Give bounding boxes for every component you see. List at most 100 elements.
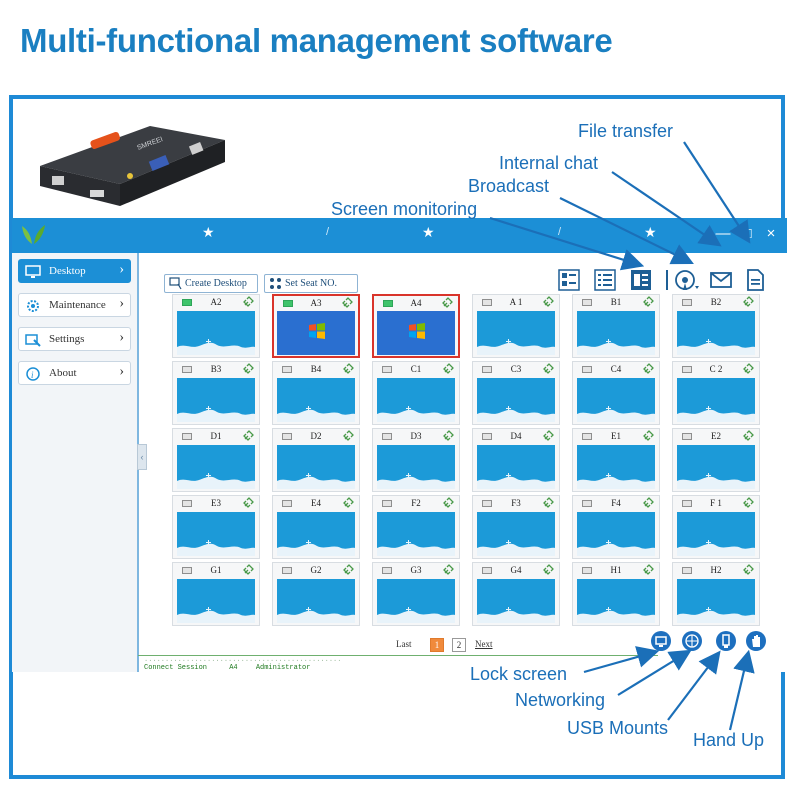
link-icon[interactable] bbox=[643, 564, 654, 575]
seat-name: F4 bbox=[611, 498, 621, 508]
seat-name: C 2 bbox=[709, 364, 723, 374]
link-icon[interactable] bbox=[243, 564, 254, 575]
screen-monitoring-icon[interactable] bbox=[674, 269, 700, 291]
link-icon[interactable] bbox=[743, 497, 754, 508]
seat-tile[interactable]: C3 bbox=[472, 361, 560, 425]
page-1-button[interactable]: 1 bbox=[430, 638, 444, 652]
link-icon[interactable] bbox=[443, 564, 454, 575]
seat-tile[interactable]: A4 bbox=[372, 294, 460, 358]
usb-mount-icon[interactable] bbox=[716, 631, 736, 651]
sidebar-item-settings[interactable]: Settings › bbox=[18, 327, 131, 351]
seat-tile[interactable]: D1 bbox=[172, 428, 260, 492]
link-icon[interactable] bbox=[243, 296, 254, 307]
hand-up-icon[interactable] bbox=[746, 631, 766, 651]
seat-tile[interactable]: G1 bbox=[172, 562, 260, 626]
seat-tile[interactable]: E3 bbox=[172, 495, 260, 559]
seat-tile[interactable]: H1 bbox=[572, 562, 660, 626]
link-icon[interactable] bbox=[243, 497, 254, 508]
seat-tile[interactable]: F 1 bbox=[672, 495, 760, 559]
seat-tile[interactable]: F4 bbox=[572, 495, 660, 559]
link-icon[interactable] bbox=[643, 363, 654, 374]
internal-chat-mail-icon[interactable] bbox=[710, 269, 732, 291]
sidebar-item-maintenance[interactable]: Maintenance › bbox=[18, 293, 131, 317]
monitor-status-icon bbox=[682, 366, 692, 373]
link-icon[interactable] bbox=[643, 430, 654, 441]
seat-tile[interactable]: A 1 bbox=[472, 294, 560, 358]
sidebar-item-about[interactable]: i About › bbox=[18, 361, 131, 385]
link-icon[interactable] bbox=[343, 430, 354, 441]
seat-tile[interactable]: A3 bbox=[272, 294, 360, 358]
list-view-icon[interactable] bbox=[594, 269, 616, 291]
lock-screen-icon[interactable] bbox=[651, 631, 671, 651]
link-icon[interactable] bbox=[243, 363, 254, 374]
seat-tile[interactable]: D4 bbox=[472, 428, 560, 492]
desktop-wallpaper-hill bbox=[177, 607, 255, 623]
seat-tile[interactable]: C1 bbox=[372, 361, 460, 425]
seat-tile[interactable]: B2 bbox=[672, 294, 760, 358]
titlebar-decoration: / bbox=[326, 226, 330, 238]
seat-tile[interactable]: F2 bbox=[372, 495, 460, 559]
seat-tile[interactable]: D2 bbox=[272, 428, 360, 492]
link-icon[interactable] bbox=[543, 296, 554, 307]
page-2-button[interactable]: 2 bbox=[452, 638, 466, 652]
pager-next-link[interactable]: Next bbox=[475, 639, 493, 649]
link-icon[interactable] bbox=[643, 296, 654, 307]
link-icon[interactable] bbox=[743, 296, 754, 307]
sidebar-item-desktop[interactable]: Desktop › bbox=[18, 259, 131, 283]
create-desktop-button[interactable]: Create Desktop bbox=[164, 274, 258, 293]
gear-icon bbox=[27, 300, 39, 312]
desktop-thumbnail bbox=[177, 378, 255, 422]
close-button[interactable]: × bbox=[766, 225, 776, 242]
seat-name: G4 bbox=[510, 565, 522, 575]
desktop-wallpaper-hill bbox=[477, 540, 555, 556]
link-icon[interactable] bbox=[343, 363, 354, 374]
seat-tile[interactable]: C 2 bbox=[672, 361, 760, 425]
detail-view-icon[interactable] bbox=[630, 269, 652, 291]
link-icon[interactable] bbox=[442, 297, 453, 308]
seat-tile[interactable]: B3 bbox=[172, 361, 260, 425]
link-icon[interactable] bbox=[643, 497, 654, 508]
desktop-wallpaper-hill bbox=[677, 540, 755, 556]
link-icon[interactable] bbox=[543, 363, 554, 374]
link-icon[interactable] bbox=[443, 363, 454, 374]
link-icon[interactable] bbox=[243, 430, 254, 441]
log-row-partial: ........................................… bbox=[144, 656, 342, 664]
desktop-thumbnail bbox=[477, 445, 555, 489]
seat-tile[interactable]: F3 bbox=[472, 495, 560, 559]
link-icon[interactable] bbox=[543, 430, 554, 441]
desktop-thumbnail bbox=[477, 512, 555, 556]
link-icon[interactable] bbox=[543, 564, 554, 575]
link-icon[interactable] bbox=[743, 363, 754, 374]
large-view-icon[interactable] bbox=[558, 269, 580, 291]
link-icon[interactable] bbox=[343, 497, 354, 508]
seat-tile[interactable]: G4 bbox=[472, 562, 560, 626]
seat-tile[interactable]: A2 bbox=[172, 294, 260, 358]
desktop-wallpaper-hill bbox=[377, 607, 455, 623]
desktop-thumbnail bbox=[377, 579, 455, 623]
file-transfer-icon[interactable] bbox=[744, 269, 766, 291]
networking-icon[interactable] bbox=[682, 631, 702, 651]
desktop-thumbnail bbox=[477, 378, 555, 422]
set-seat-button[interactable]: Set Seat NO. bbox=[264, 274, 358, 293]
seat-tile[interactable]: G2 bbox=[272, 562, 360, 626]
pager-last-link[interactable]: Last bbox=[396, 639, 412, 649]
sidebar-collapse-handle[interactable]: ‹ bbox=[137, 444, 147, 470]
seat-tile[interactable]: B1 bbox=[572, 294, 660, 358]
link-icon[interactable] bbox=[343, 564, 354, 575]
seat-tile[interactable]: E4 bbox=[272, 495, 360, 559]
seat-name: B3 bbox=[210, 364, 222, 374]
seat-tile[interactable]: E1 bbox=[572, 428, 660, 492]
seat-tile[interactable]: B4 bbox=[272, 361, 360, 425]
link-icon[interactable] bbox=[443, 430, 454, 441]
seat-tile[interactable]: D3 bbox=[372, 428, 460, 492]
seat-tile[interactable]: E2 bbox=[672, 428, 760, 492]
seat-tile[interactable]: G3 bbox=[372, 562, 460, 626]
seat-tile[interactable]: H2 bbox=[672, 562, 760, 626]
monitor-status-icon bbox=[382, 567, 392, 574]
link-icon[interactable] bbox=[342, 297, 353, 308]
link-icon[interactable] bbox=[743, 564, 754, 575]
link-icon[interactable] bbox=[743, 430, 754, 441]
seat-tile[interactable]: C4 bbox=[572, 361, 660, 425]
link-icon[interactable] bbox=[443, 497, 454, 508]
link-icon[interactable] bbox=[543, 497, 554, 508]
